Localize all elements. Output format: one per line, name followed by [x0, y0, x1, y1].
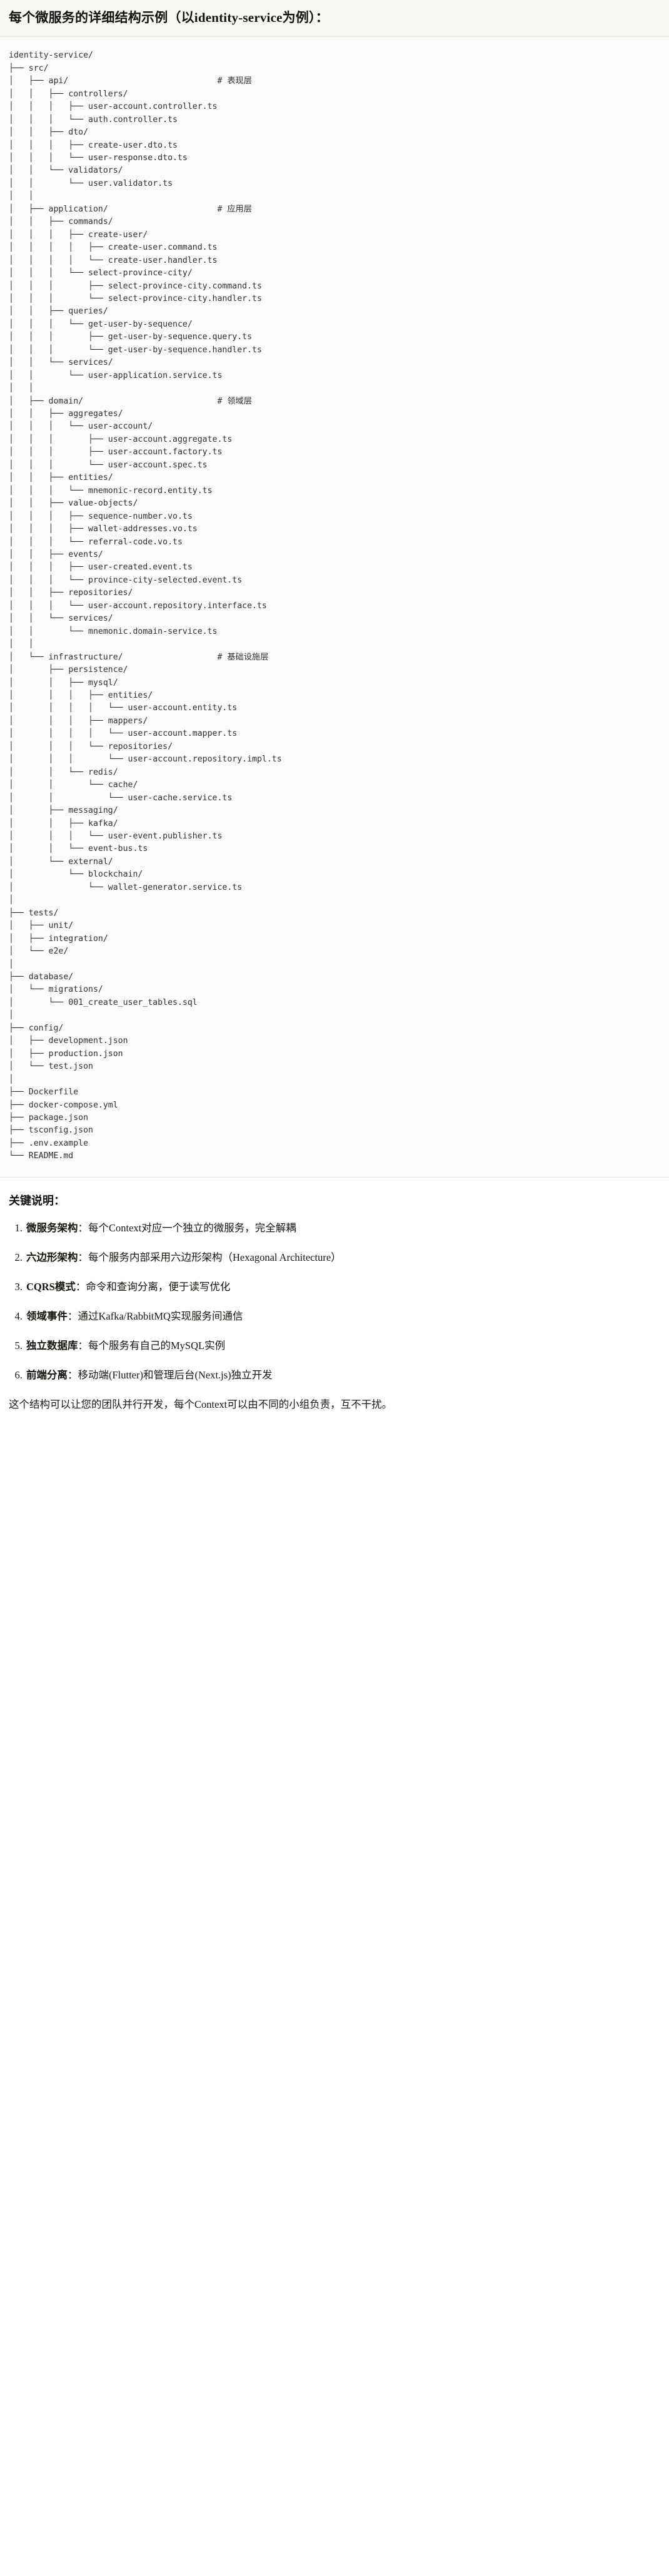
note-description: 每个服务有自己的MySQL实例: [88, 1339, 226, 1352]
note-separator: ：: [78, 1251, 89, 1264]
list-item: 领域事件：通过Kafka/RabbitMQ实现服务间通信: [25, 1309, 660, 1324]
note-term: 六边形架构: [26, 1251, 78, 1264]
note-separator: ：: [68, 1368, 78, 1381]
note-term: 独立数据库: [26, 1339, 78, 1352]
note-description: 每个Context对应一个独立的微服务，完全解耦: [88, 1222, 296, 1235]
key-notes-section: 关键说明： 微服务架构：每个Context对应一个独立的微服务，完全解耦 六边形…: [0, 1177, 669, 1429]
note-description: 移动端(Flutter)和管理后台(Next.js)独立开发: [78, 1368, 273, 1381]
note-term: 领域事件: [26, 1310, 68, 1322]
directory-tree-section: identity-service/ ├── src/ │ ├── api/ # …: [0, 37, 669, 1178]
heading-section: 每个微服务的详细结构示例（以identity-service为例）：: [0, 0, 669, 38]
list-item: 前端分离：移动端(Flutter)和管理后台(Next.js)独立开发: [25, 1368, 660, 1383]
note-separator: ：: [78, 1339, 89, 1352]
list-item: CQRS模式：命令和查询分离，便于读写优化: [25, 1280, 660, 1295]
key-notes-title: 关键说明：: [9, 1194, 65, 1207]
directory-tree-block: identity-service/ ├── src/ │ ├── api/ # …: [9, 51, 282, 1161]
list-item: 微服务架构：每个Context对应一个独立的微服务，完全解耦: [25, 1221, 660, 1236]
note-separator: ：: [78, 1222, 89, 1235]
page-title: 每个微服务的详细结构示例（以identity-service为例）：: [9, 10, 329, 25]
note-description: 每个服务内部采用六边形架构（Hexagonal Architecture）: [88, 1251, 341, 1264]
note-separator: ：: [75, 1281, 86, 1293]
note-term: 前端分离: [26, 1368, 68, 1381]
note-description: 命令和查询分离，便于读写优化: [86, 1281, 231, 1293]
list-item: 独立数据库：每个服务有自己的MySQL实例: [25, 1338, 660, 1353]
note-separator: ：: [68, 1310, 78, 1322]
key-notes-list: 微服务架构：每个Context对应一个独立的微服务，完全解耦 六边形架构：每个服…: [9, 1221, 660, 1383]
closing-note: 这个结构可以让您的团队并行开发，每个Context可以由不同的小组负责，互不干扰…: [9, 1398, 393, 1410]
note-description: 通过Kafka/RabbitMQ实现服务间通信: [78, 1310, 243, 1322]
note-term: 微服务架构: [26, 1222, 78, 1235]
note-term: CQRS模式: [26, 1281, 76, 1293]
list-item: 六边形架构：每个服务内部采用六边形架构（Hexagonal Architectu…: [25, 1250, 660, 1265]
document-page: 每个微服务的详细结构示例（以identity-service为例）： ident…: [0, 0, 669, 1428]
